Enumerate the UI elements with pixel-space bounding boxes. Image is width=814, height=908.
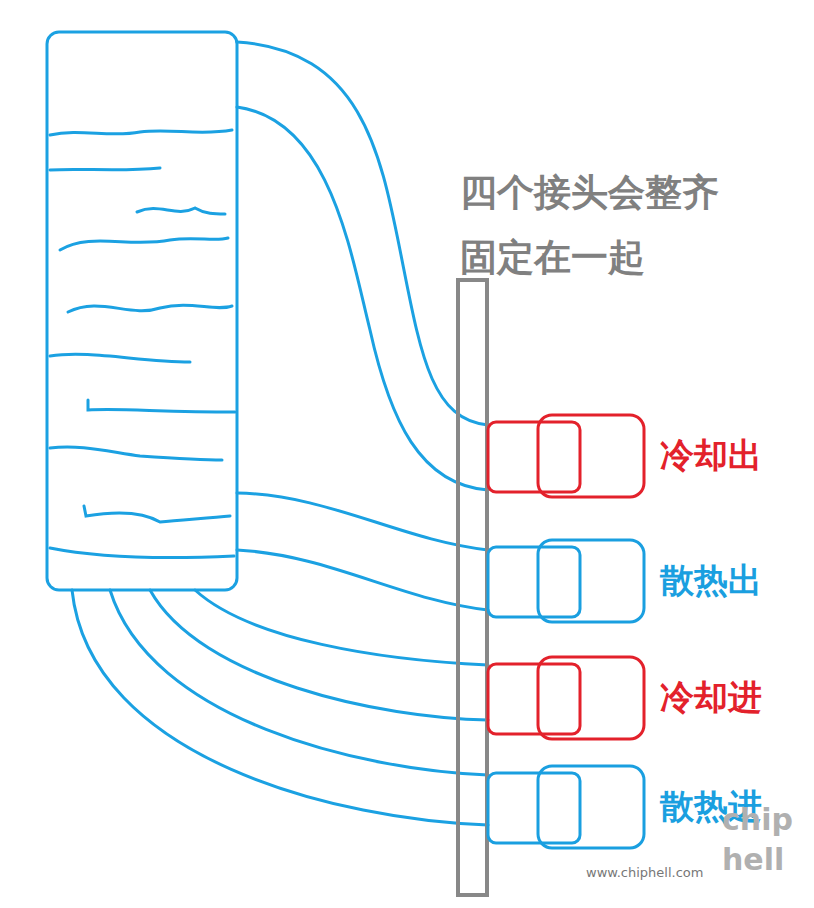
watermark: www.chiphell.com (586, 864, 726, 882)
quick-connector: 散热进 (486, 764, 646, 850)
quick-connector: 冷却进 (486, 655, 646, 741)
mounting-bar: 四个接头会整齐 固定在一起 (456, 278, 489, 897)
quick-connector: 散热出 (486, 538, 646, 624)
water-tank (47, 32, 237, 590)
water-ripples (50, 130, 235, 558)
connector-shape (486, 538, 646, 624)
connector-label: 冷却出 (660, 433, 762, 477)
connector-label: 散热出 (660, 558, 762, 602)
watermark: chip hell (722, 800, 792, 880)
note-text: 四个接头会整齐 固定在一起 (460, 160, 760, 290)
connector-shape (486, 764, 646, 850)
connector-label: 冷却进 (660, 675, 762, 719)
connector-shape (486, 655, 646, 741)
tubes (72, 42, 488, 825)
connector-shape (486, 413, 646, 499)
quick-connector: 冷却出 (486, 413, 646, 499)
